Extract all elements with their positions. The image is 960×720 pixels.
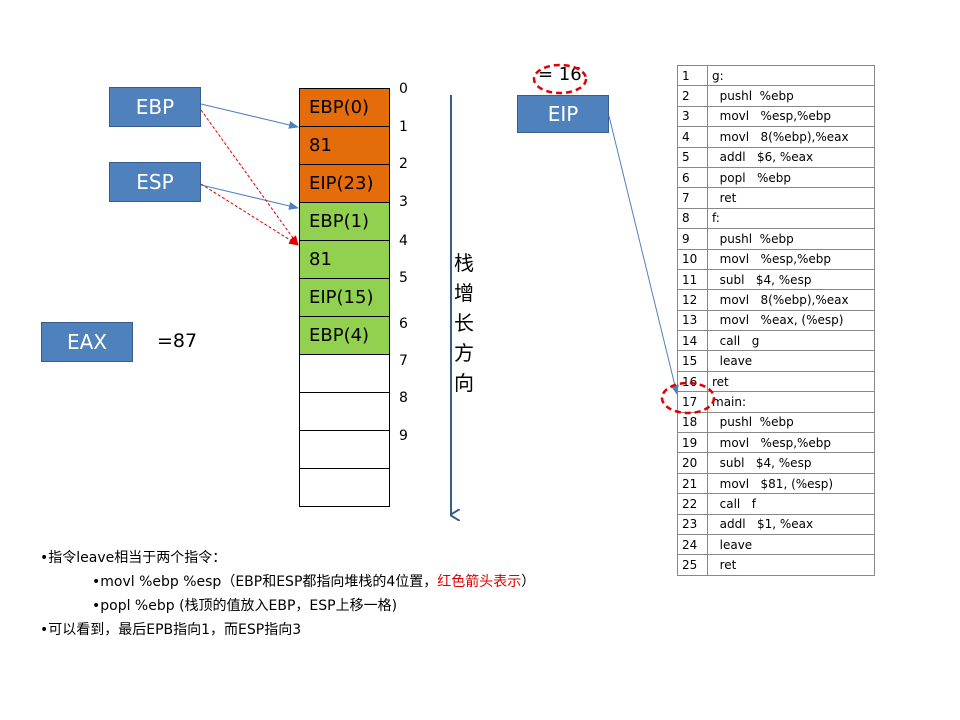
code-instruction: ret <box>707 187 875 209</box>
eip-value-highlight <box>532 63 588 95</box>
code-instruction: addl $6, %eax <box>707 146 875 168</box>
code-row: 22 call f <box>677 493 875 515</box>
code-line-number: 22 <box>677 493 708 515</box>
code-row: 24 leave <box>677 533 875 556</box>
code-instruction: pushl %ebp <box>707 85 875 107</box>
code-row: 25 ret <box>677 554 875 576</box>
stack-index-3: 3 <box>399 194 408 210</box>
stack-cell-9 <box>299 431 390 469</box>
stack-index-4: 4 <box>399 233 408 249</box>
stack-index-1: 1 <box>399 119 408 135</box>
code-row: 11 subl $4, %esp <box>677 268 875 291</box>
code-row: 2 pushl %ebp <box>677 85 875 107</box>
esp-red-arrow <box>200 183 299 246</box>
code-row: 10 movl %esp,%ebp <box>677 248 875 270</box>
note-line-4: •可以看到，最后EPB指向1，而ESP指向3 <box>40 622 302 638</box>
code-instruction: movl 8(%ebp),%eax <box>707 126 875 148</box>
code-row: 18 pushl %ebp <box>677 411 875 434</box>
code-instruction: ret <box>707 554 875 576</box>
stack-index-5: 5 <box>399 270 408 286</box>
code-instruction: call f <box>707 493 875 515</box>
code-instruction: subl $4, %esp <box>707 452 875 474</box>
code-instruction: pushl %ebp <box>707 411 875 434</box>
code-row: 23 addl $1, %eax <box>677 513 875 535</box>
code-row: 9 pushl %ebp <box>677 228 875 250</box>
ebp-red-arrow <box>200 109 299 246</box>
stack-cell-4: 81 <box>299 241 390 279</box>
growth-char: 增 <box>454 281 474 305</box>
stack-column: EBP(0) 81 EIP(23) EBP(1) 81 EIP(15) EBP(… <box>299 88 390 507</box>
code-line-number: 16 <box>677 370 708 393</box>
growth-char: 长 <box>454 311 474 335</box>
notes-block: •指令leave相当于两个指令： •movl %ebp %esp（EBP和ESP… <box>40 546 535 642</box>
code-instruction: pushl %ebp <box>707 228 875 250</box>
note-line-2-end: ） <box>521 574 536 590</box>
stack-cell-10 <box>299 469 390 507</box>
stack-growth-label: 栈 增 长 方 向 <box>452 248 476 398</box>
code-row: 5 addl $6, %eax <box>677 146 875 168</box>
stack-cell-2: EIP(23) <box>299 165 390 203</box>
code-row: 15 leave <box>677 350 875 372</box>
stack-cell-8 <box>299 393 390 431</box>
stack-cell-5: EIP(15) <box>299 279 390 317</box>
code-row: 7 ret <box>677 187 875 209</box>
code-instruction: addl $1, %eax <box>707 513 875 535</box>
stack-index-0: 0 <box>399 81 408 97</box>
growth-char: 方 <box>454 341 474 365</box>
code-row: 20 subl $4, %esp <box>677 452 875 474</box>
code-instruction: movl $81, (%esp) <box>707 472 875 495</box>
note-line-3: •popl %ebp (栈顶的值放入EBP，ESP上移一格) <box>92 598 398 614</box>
code-row: 3 movl %esp,%ebp <box>677 105 875 128</box>
code-instruction: movl 8(%ebp),%eax <box>707 289 875 311</box>
eip-register-box: EIP <box>517 95 609 133</box>
ebp-register-box: EBP <box>109 87 201 127</box>
eax-value: =87 <box>157 330 198 352</box>
note-line-2-text: •movl %ebp %esp（EBP和ESP都指向堆栈的4位置， <box>92 574 438 590</box>
code-row: 12 movl 8(%ebp),%eax <box>677 289 875 311</box>
eip-arrow <box>608 115 679 395</box>
code-instruction: movl %esp,%ebp <box>707 248 875 270</box>
ebp-arrow <box>200 103 299 129</box>
note-line-2-red: 红色箭头表示 <box>437 574 522 590</box>
growth-char: 向 <box>454 371 474 395</box>
line-16-highlight <box>660 381 716 415</box>
stack-cell-0: EBP(0) <box>299 89 390 127</box>
code-line-number: 19 <box>677 432 708 454</box>
growth-char: 栈 <box>454 251 474 275</box>
stack-cell-7 <box>299 355 390 393</box>
stack-index-6: 6 <box>399 316 408 332</box>
code-row: 19 movl %esp,%ebp <box>677 432 875 454</box>
stack-index-7: 7 <box>399 353 408 369</box>
stack-index-9: 9 <box>399 428 408 444</box>
esp-register-box: ESP <box>109 162 201 202</box>
note-line-2: •movl %ebp %esp（EBP和ESP都指向堆栈的4位置，红色箭头表示） <box>40 570 535 594</box>
stack-index-8: 8 <box>399 390 408 406</box>
code-line-number: 17 <box>677 391 708 413</box>
stack-index-2: 2 <box>399 156 408 172</box>
code-instruction: movl %eax, (%esp) <box>707 309 875 332</box>
note-line-1: •指令leave相当于两个指令： <box>40 550 227 566</box>
stack-cell-1: 81 <box>299 127 390 165</box>
code-line-number: 23 <box>677 513 708 535</box>
code-line-number: 24 <box>677 533 708 556</box>
stack-cell-3: EBP(1) <box>299 203 390 241</box>
eip-value: = 16 <box>538 64 582 85</box>
code-instruction: subl $4, %esp <box>707 268 875 291</box>
code-row: 4 movl 8(%ebp),%eax <box>677 126 875 148</box>
esp-arrow <box>200 184 299 210</box>
code-row: 21 movl $81, (%esp) <box>677 472 875 495</box>
code-line-number: 11 <box>677 268 708 291</box>
stack-cell-6: EBP(4) <box>299 317 390 355</box>
code-instruction: movl %esp,%ebp <box>707 105 875 128</box>
eax-register-box: EAX <box>41 322 133 362</box>
